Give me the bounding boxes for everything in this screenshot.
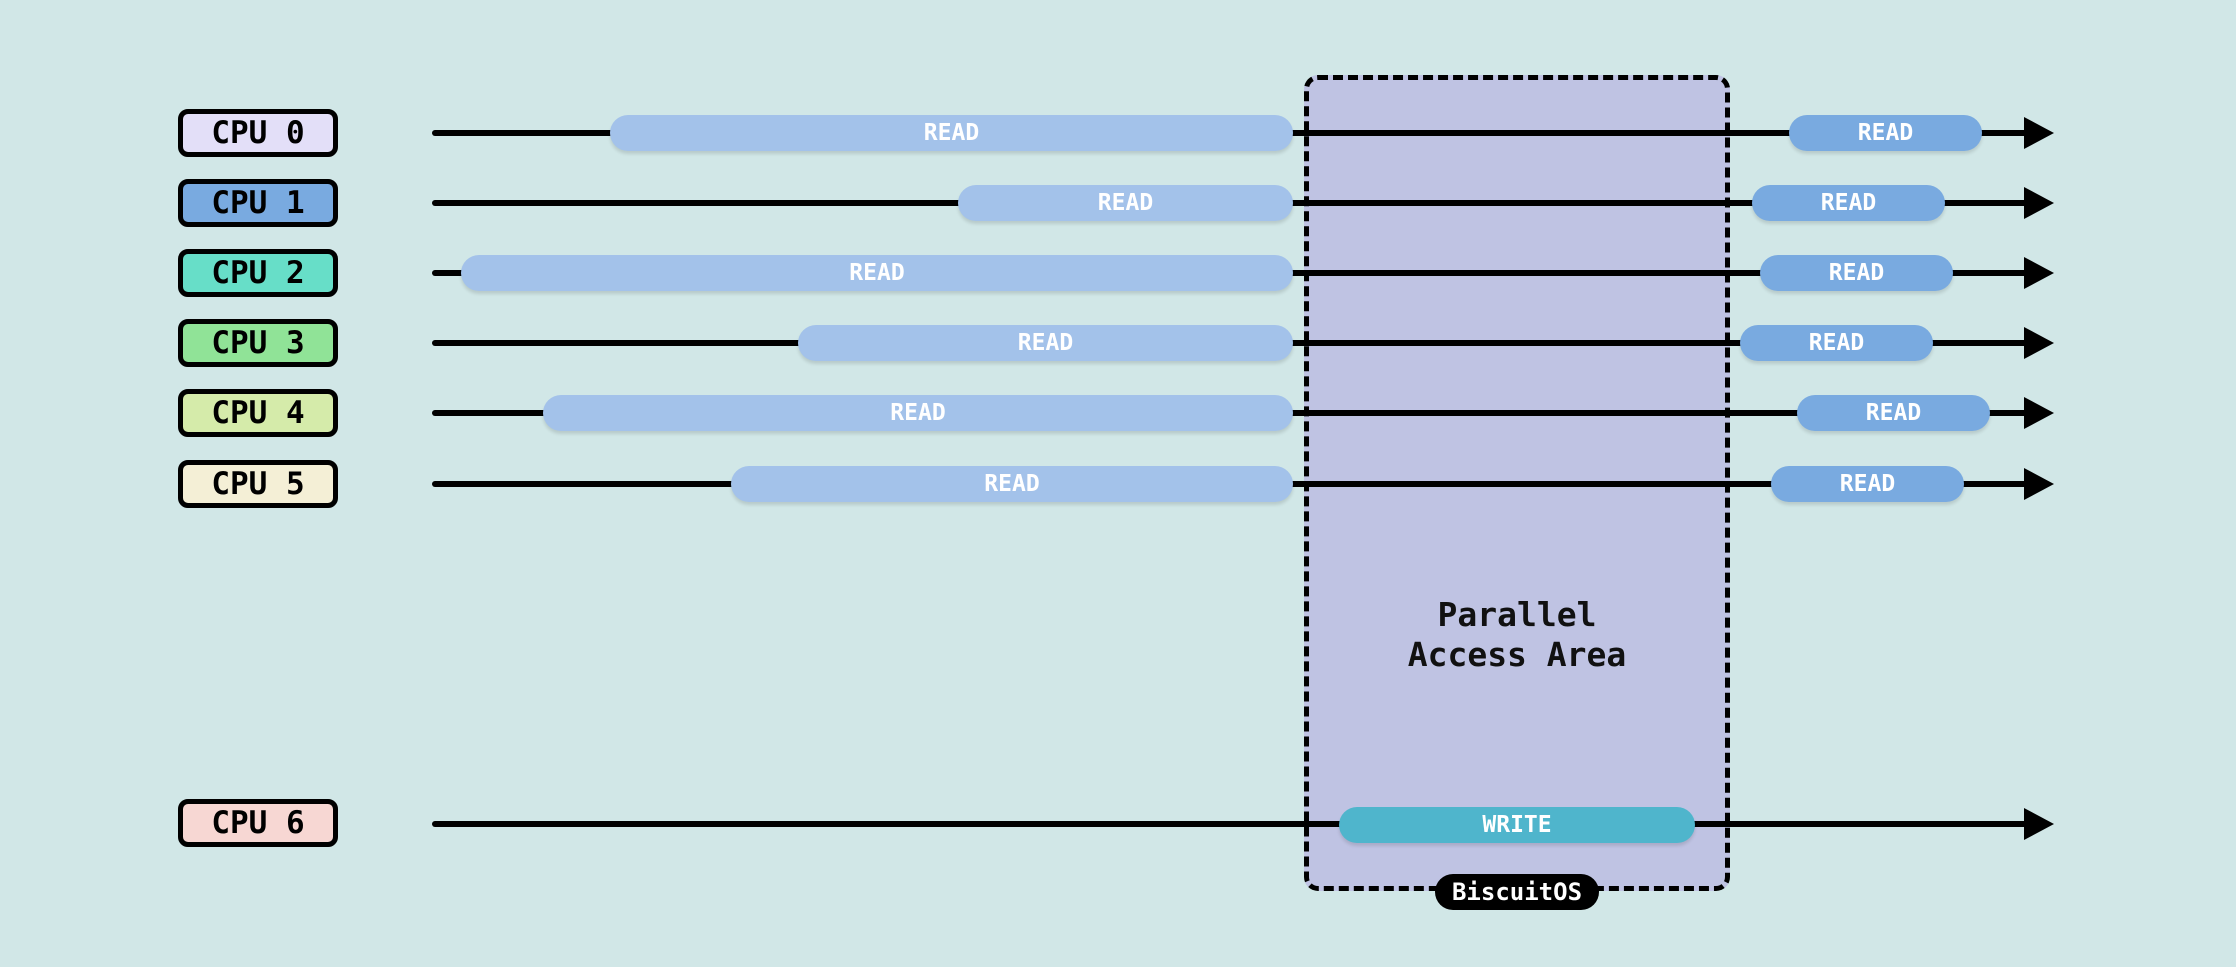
cpu-3-read-bar-after: READ — [1740, 325, 1933, 361]
cpu-0-label: CPU 0 — [178, 109, 338, 157]
cpu-2-read-bar-after: READ — [1760, 255, 1953, 291]
cpu-0-read-bar: READ — [610, 115, 1293, 151]
cpu-1-label: CPU 1 — [178, 179, 338, 227]
cpu-0-read-bar-after: READ — [1789, 115, 1982, 151]
cpu-0-arrow-icon — [2024, 117, 2054, 149]
cpu-1-read-bar-after: READ — [1752, 185, 1945, 221]
cpu-1-arrow-icon — [2024, 187, 2054, 219]
cpu-4-arrow-icon — [2024, 397, 2054, 429]
cpu-4-label: CPU 4 — [178, 389, 338, 437]
cpu-5-label: CPU 5 — [178, 460, 338, 508]
parallel-title-line1: Parallel — [1437, 595, 1597, 634]
cpu-5-read-bar: READ — [731, 466, 1293, 502]
cpu-4-read-bar: READ — [543, 395, 1293, 431]
biscuitos-watermark: BiscuitOS — [1435, 874, 1599, 910]
cpu-2-arrow-icon — [2024, 257, 2054, 289]
parallel-title-line2: Access Area — [1407, 635, 1627, 674]
cpu-5-arrow-icon — [2024, 468, 2054, 500]
cpu-6-write-bar: WRITE — [1339, 807, 1695, 843]
cpu-2-read-bar: READ — [461, 255, 1293, 291]
cpu-3-read-bar: READ — [798, 325, 1293, 361]
parallel-access-area-title: Parallel Access Area — [1304, 595, 1730, 675]
cpu-6-timeline — [432, 821, 2032, 827]
cpu-1-read-bar: READ — [958, 185, 1293, 221]
cpu-4-read-bar-after: READ — [1797, 395, 1990, 431]
cpu-2-label: CPU 2 — [178, 249, 338, 297]
cpu-3-arrow-icon — [2024, 327, 2054, 359]
cpu-3-label: CPU 3 — [178, 319, 338, 367]
cpu-6-label: CPU 6 — [178, 799, 338, 847]
cpu-6-arrow-icon — [2024, 808, 2054, 840]
cpu-5-read-bar-after: READ — [1771, 466, 1964, 502]
